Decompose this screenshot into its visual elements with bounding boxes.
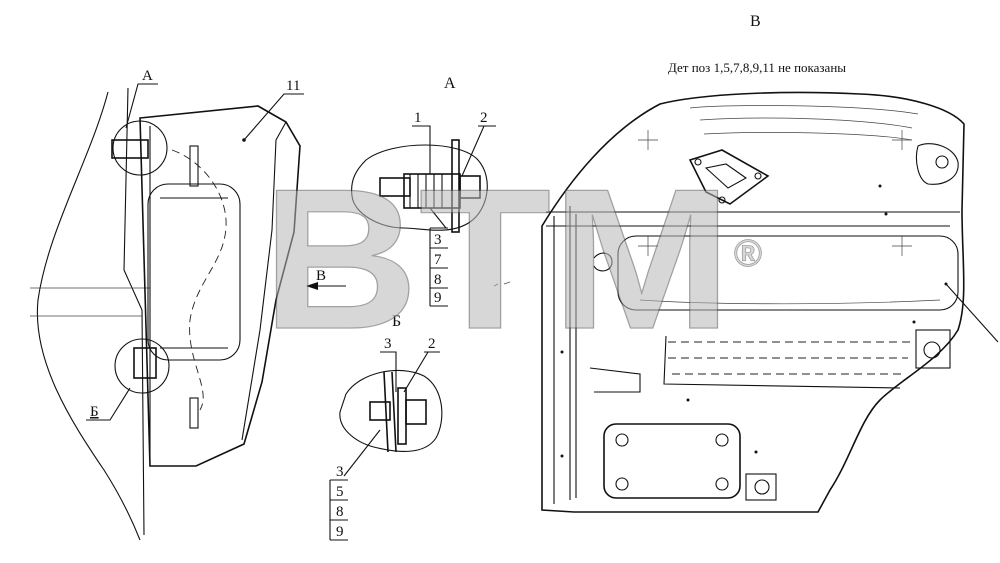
pos-11-label: 11 — [286, 78, 300, 94]
upper-bracket — [111, 139, 149, 159]
tank-bands — [160, 197, 228, 349]
hatch-bolt-2 — [715, 433, 729, 447]
detail-b-pos2-leader — [403, 351, 440, 393]
detail-b-circle — [114, 338, 170, 394]
hatch-bolt-3 — [615, 477, 629, 491]
upper-strips — [689, 105, 919, 141]
detail-a-pos2: 2 — [480, 110, 488, 126]
main-view: А Б 11 В — [30, 68, 346, 541]
detail-a-pos2-leader — [461, 125, 496, 177]
detail-a-stack-1: 7 — [434, 252, 442, 268]
detail-a-marks — [493, 281, 511, 287]
frame-lines — [30, 287, 150, 317]
handle-recess — [589, 367, 641, 393]
central-panel-inner — [639, 299, 941, 305]
detail-a-stack-0: 3 — [434, 232, 442, 248]
detail-b-stack-2: 8 — [336, 504, 344, 520]
detail-a-nut — [459, 175, 481, 199]
hatch-bolt-4 — [715, 477, 729, 491]
lower-dashed-strips — [668, 341, 912, 375]
watermark-registered: ® — [734, 233, 762, 275]
door-outline — [541, 91, 965, 513]
detail-a-circle — [112, 120, 168, 176]
bottom-plug-ring — [754, 479, 770, 495]
callout-b-label: Б — [90, 404, 99, 420]
detail-b-bolt-end — [369, 401, 391, 421]
view-v-arrow-label: В — [316, 268, 326, 284]
cylinder-tank — [147, 183, 241, 361]
detail-b-cloud — [339, 369, 443, 452]
bracket-bolt-1 — [694, 158, 702, 166]
tank-neck-bottom — [189, 397, 199, 429]
housing-inner-lines — [149, 121, 287, 460]
side-plug — [915, 329, 951, 369]
lock-recess — [593, 252, 613, 272]
detail-b-washer — [397, 387, 407, 445]
callout-a-leader — [125, 83, 158, 129]
cab-edge-line — [123, 87, 145, 536]
detail-a-stack-leader — [429, 207, 447, 229]
pos-11-leader — [243, 93, 304, 141]
detail-a-stack-3: 9 — [434, 290, 442, 306]
bracket-bolt-3 — [718, 196, 726, 204]
detail-b-nut — [405, 399, 427, 425]
lower-bracket — [133, 347, 157, 379]
lifting-bracket-slot — [704, 163, 748, 189]
view-v-title: В — [750, 13, 761, 30]
right-pointer-leader — [945, 283, 999, 343]
hatch-bolt-1 — [615, 433, 629, 447]
hidden-hose-line — [171, 149, 227, 411]
detail-a: А 1 2 3 7 8 9 — [351, 75, 511, 307]
view-v: В Дет поз 1,5,7,8,9,11 не показаны — [541, 13, 999, 513]
detail-a-pos1-leader — [412, 125, 431, 174]
watermark: BTM ® — [261, 147, 762, 371]
detail-b-pos3-leader — [380, 351, 397, 392]
mounting-crosses — [638, 130, 912, 256]
detail-a-plate — [451, 139, 460, 233]
detail-a-pos1: 1 — [414, 110, 422, 126]
detail-b-panel — [383, 371, 397, 453]
corner-bracket-hole — [935, 155, 949, 169]
door-horizontal-rails — [546, 211, 960, 227]
detail-a-stack: 3 7 8 9 — [429, 227, 448, 307]
detail-b-stack-0: 3 — [336, 464, 344, 480]
tank-housing-11 — [139, 105, 301, 467]
tank-neck-top — [189, 145, 199, 187]
detail-a-stack-2: 8 — [434, 272, 442, 288]
detail-b-pos3: 3 — [384, 336, 392, 352]
rivets — [560, 184, 948, 458]
detail-b-pos2: 2 — [428, 336, 436, 352]
lifting-bracket — [688, 149, 770, 205]
pos-11-dot — [242, 138, 246, 142]
detail-b-stack-1: 5 — [336, 484, 344, 500]
detail-a-stack-lines — [429, 227, 448, 307]
detail-b-stack-leader — [343, 429, 381, 477]
view-v-note: Дет поз 1,5,7,8,9,11 не показаны — [668, 60, 846, 75]
detail-b-title: Б — [392, 313, 401, 330]
callout-b-leader — [86, 387, 131, 421]
bottom-plug — [745, 473, 777, 501]
view-v-arrowhead — [306, 282, 318, 290]
corner-bracket — [915, 143, 959, 185]
watermark-logo: BTM — [262, 148, 732, 371]
door-frame-verticals — [553, 206, 577, 504]
detail-b-stack-3: 9 — [336, 524, 344, 540]
side-plug-ring — [923, 341, 941, 359]
lower-panel-edge — [663, 335, 901, 389]
detail-b-stack-lines — [329, 479, 348, 541]
bracket-bolt-2 — [754, 172, 762, 180]
detail-a-title: А — [444, 75, 456, 92]
detail-b-stack: 3 5 8 9 — [329, 464, 348, 541]
body-contour-line — [36, 91, 141, 541]
detail-b: Б 3 2 3 5 8 9 — [329, 313, 443, 541]
central-panel — [617, 235, 959, 311]
inspection-hatch — [603, 423, 741, 499]
callout-a-label: А — [142, 68, 153, 84]
detail-a-hatch — [409, 174, 443, 208]
